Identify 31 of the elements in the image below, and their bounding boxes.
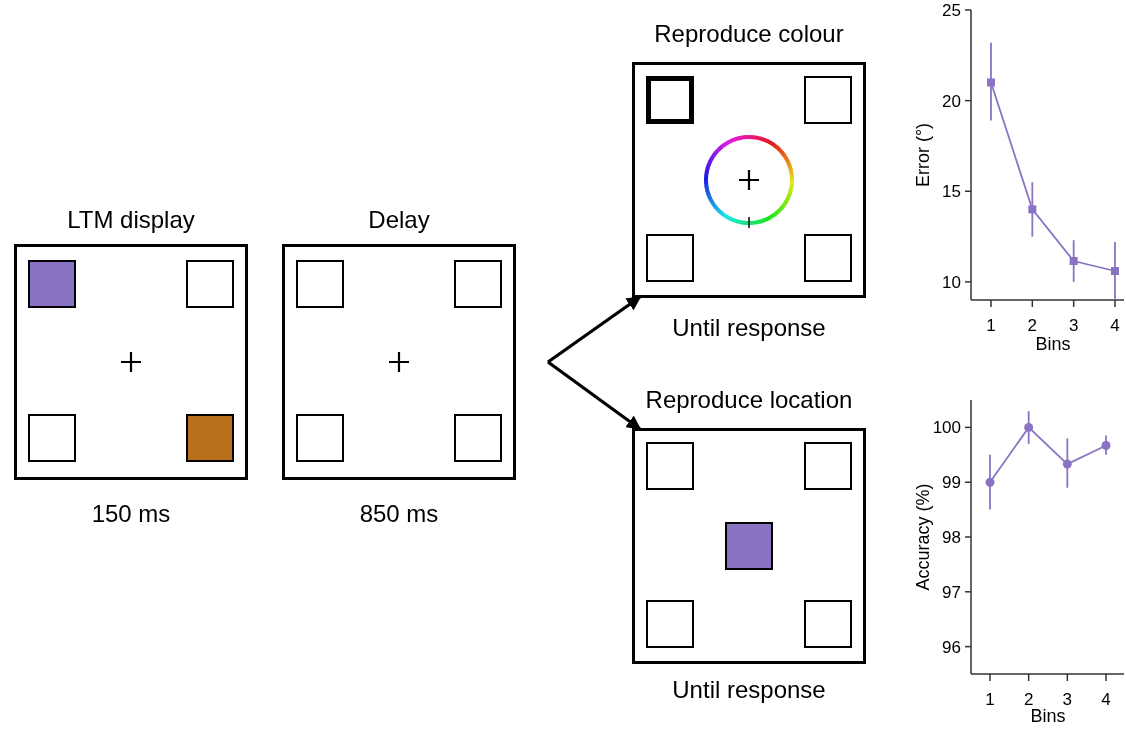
tick-label: 97: [942, 582, 961, 602]
duration-label: 850 ms: [358, 502, 440, 526]
tick-label: 100: [932, 418, 961, 438]
tick-label: 15: [942, 182, 961, 202]
tick-label: 1: [985, 690, 995, 709]
tick-label: 4: [1110, 316, 1120, 335]
arrow: [547, 360, 642, 431]
tick-label: 4: [1101, 690, 1111, 709]
duration-label: Until response: [671, 678, 827, 702]
arrow: [547, 295, 642, 364]
panel-title: Reproduce location: [644, 388, 854, 412]
tick-label: 2: [1027, 316, 1038, 335]
duration-label: 150 ms: [90, 502, 172, 526]
tick-label: 10: [942, 272, 961, 292]
axis-title: Error (°): [913, 122, 933, 188]
tick-label: 1: [986, 316, 996, 335]
tick-label: 2: [1023, 690, 1034, 709]
axis-title: Bins: [1035, 334, 1071, 354]
panel-title: Reproduce colour: [653, 22, 845, 46]
panel-title: Delay: [367, 208, 431, 232]
tick-label: 25: [942, 1, 961, 20]
tick-label: 3: [1062, 690, 1073, 709]
panel-title: LTM display: [66, 208, 196, 232]
tick-label: 20: [942, 91, 961, 111]
duration-label: Until response: [671, 316, 827, 340]
axis-title: Bins: [1030, 706, 1066, 726]
tick-label: 96: [942, 637, 961, 657]
tick-label: 99: [942, 473, 961, 493]
tick-label: 3: [1068, 316, 1079, 335]
axis-title: Accuracy (%): [913, 483, 933, 591]
tick-label: 98: [942, 528, 961, 547]
